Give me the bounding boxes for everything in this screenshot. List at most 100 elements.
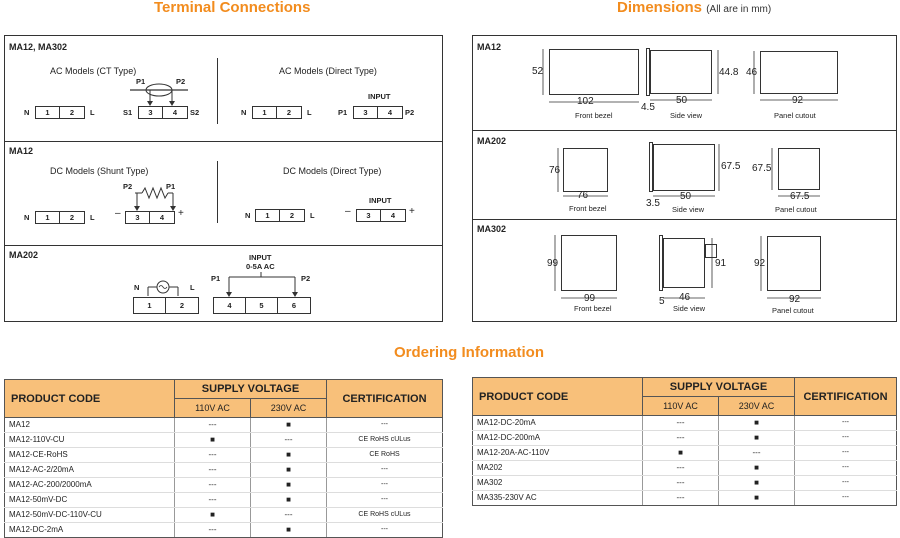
terminal-1: 1 bbox=[134, 298, 166, 313]
line-label: L bbox=[90, 108, 95, 117]
ct-input-terminal-block: 3 4 bbox=[138, 106, 188, 119]
neutral-label: N bbox=[245, 211, 251, 220]
ma202-front-height: 76 bbox=[549, 165, 561, 176]
supply-110v-cell: ■ bbox=[174, 507, 251, 523]
certification-header: CERTIFICATION bbox=[794, 377, 897, 416]
product-code-cell: MA12 bbox=[4, 417, 175, 433]
dimensions-title: Dimensions (All are in mm) bbox=[617, 0, 771, 16]
terminal-4: 4 bbox=[390, 211, 396, 220]
product-code-cell: MA335-230V AC bbox=[472, 490, 643, 506]
table-row: MA12-20A-AC-110V■------ bbox=[472, 445, 897, 461]
ma12-side-body bbox=[650, 50, 712, 94]
terminal-4: 4 bbox=[214, 298, 246, 313]
ma202-wiring-diagram bbox=[147, 272, 298, 297]
supply-110v-cell: --- bbox=[174, 477, 251, 493]
terminal-1: 1 bbox=[36, 212, 60, 223]
terminal-1: 1 bbox=[253, 107, 277, 118]
ma202-side-depth: 50 bbox=[680, 191, 692, 202]
line-label: L bbox=[310, 211, 315, 220]
supply-110v-cell: --- bbox=[642, 490, 719, 506]
product-code-cell: MA12-50mV-DC-110V-CU bbox=[4, 507, 175, 523]
shunt-wiring-diagram bbox=[134, 186, 176, 211]
ac-ct-type-title: AC Models (CT Type) bbox=[50, 66, 137, 76]
ma202-cutout-label: Panel cutout bbox=[775, 205, 817, 214]
ma12-side-view bbox=[646, 48, 650, 96]
dimensions-title-text: Dimensions bbox=[617, 0, 703, 16]
dc-direct-supply-terminal-block: 1 2 bbox=[255, 209, 305, 222]
neutral-label: N bbox=[24, 108, 30, 117]
dc-direct-type-title: DC Models (Direct Type) bbox=[283, 166, 382, 176]
ma202-front-bezel bbox=[563, 148, 608, 192]
product-code-cell: MA12-CE-RoHS bbox=[4, 447, 175, 463]
minus-sign: – bbox=[115, 208, 121, 219]
230v-header: 230V AC bbox=[250, 398, 327, 418]
dim-heading-ma302: MA302 bbox=[477, 224, 507, 234]
ma202-panel-cutout bbox=[778, 148, 820, 190]
input-label: INPUT bbox=[369, 196, 392, 205]
s1-label: S1 bbox=[123, 108, 133, 117]
terminal-2: 2 bbox=[179, 301, 185, 310]
ma302-front-bezel bbox=[561, 235, 617, 291]
dim-heading-ma12: MA12 bbox=[477, 42, 502, 52]
dim-heading-ma202: MA202 bbox=[477, 136, 507, 146]
ma12-cutout-label: Panel cutout bbox=[774, 111, 816, 120]
ma202-side-body bbox=[653, 144, 715, 191]
terminal-3: 3 bbox=[126, 212, 150, 223]
supply-230v-cell: ■ bbox=[250, 447, 327, 463]
ma302-side-depth: 46 bbox=[679, 292, 691, 303]
certification-cell: --- bbox=[794, 415, 897, 431]
supply-110v-cell: --- bbox=[642, 475, 719, 491]
table-row: MA12---■--- bbox=[4, 417, 443, 433]
terminal-4: 4 bbox=[387, 108, 393, 117]
certification-cell: CE RoHS cULus bbox=[326, 432, 443, 448]
ma302-front-label: Front bezel bbox=[574, 304, 612, 313]
table-row: MA302---■--- bbox=[472, 475, 897, 491]
terminal-connections-panel: MA12, MA302 AC Models (CT Type) AC Model… bbox=[4, 35, 443, 322]
shunt-input-terminal-block: 3 4 bbox=[125, 211, 175, 224]
ma302-side-label: Side view bbox=[673, 304, 706, 313]
p1-label: P1 bbox=[211, 274, 221, 283]
neutral-label: N bbox=[24, 213, 30, 222]
ma12-cutout-width: 92 bbox=[792, 95, 804, 106]
ma202-side-view bbox=[649, 142, 653, 192]
product-code-cell: MA12-DC-200mA bbox=[472, 430, 643, 446]
supply-110v-cell: --- bbox=[642, 430, 719, 446]
p2-label: P2 bbox=[405, 108, 415, 117]
supply-230v-cell: ■ bbox=[250, 492, 327, 508]
terminal-2: 2 bbox=[69, 108, 75, 117]
terminal-3: 3 bbox=[354, 107, 378, 118]
supply-110v-cell: --- bbox=[642, 460, 719, 476]
neutral-label: N bbox=[241, 108, 247, 117]
supply-110v-cell: --- bbox=[174, 447, 251, 463]
ma12-front-width: 102 bbox=[577, 96, 594, 107]
product-code-cell: MA12-DC-2mA bbox=[4, 522, 175, 538]
ma302-side-thickness: 5 bbox=[659, 296, 665, 307]
ma202-supply-terminal-block: 1 2 bbox=[133, 297, 199, 314]
supply-110v-cell: --- bbox=[174, 417, 251, 433]
p1-label: P1 bbox=[136, 77, 146, 86]
p1-label: P1 bbox=[166, 182, 176, 191]
product-code-cell: MA12-110V-CU bbox=[4, 432, 175, 448]
ma12-side-label: Side view bbox=[670, 111, 703, 120]
dimension-arrows bbox=[542, 49, 838, 299]
supply-230v-cell: ■ bbox=[250, 417, 327, 433]
direct-supply-terminal-block: 1 2 bbox=[252, 106, 302, 119]
terminal-2: 2 bbox=[289, 211, 295, 220]
certification-cell: --- bbox=[326, 417, 443, 433]
terminal-4: 4 bbox=[172, 108, 178, 117]
input-label: INPUT bbox=[249, 253, 272, 262]
terminal-connections-title: Terminal Connections bbox=[154, 0, 311, 16]
column-divider bbox=[217, 161, 218, 223]
230v-header: 230V AC bbox=[718, 396, 795, 416]
terminal-2: 2 bbox=[69, 213, 75, 222]
supply-110v-cell: --- bbox=[174, 522, 251, 538]
dc-direct-input-terminal-block: 3 4 bbox=[356, 209, 406, 222]
table-row: MA335-230V AC---■--- bbox=[472, 490, 897, 506]
product-code-cell: MA12-20A-AC-110V bbox=[472, 445, 643, 461]
line-label: L bbox=[190, 283, 195, 292]
ma12-side-height: 44.8 bbox=[719, 67, 739, 78]
ordering-information-title: Ordering Information bbox=[394, 344, 544, 361]
supply-110v-cell: --- bbox=[174, 492, 251, 508]
certification-cell: --- bbox=[326, 477, 443, 493]
supply-110v-cell: --- bbox=[642, 415, 719, 431]
